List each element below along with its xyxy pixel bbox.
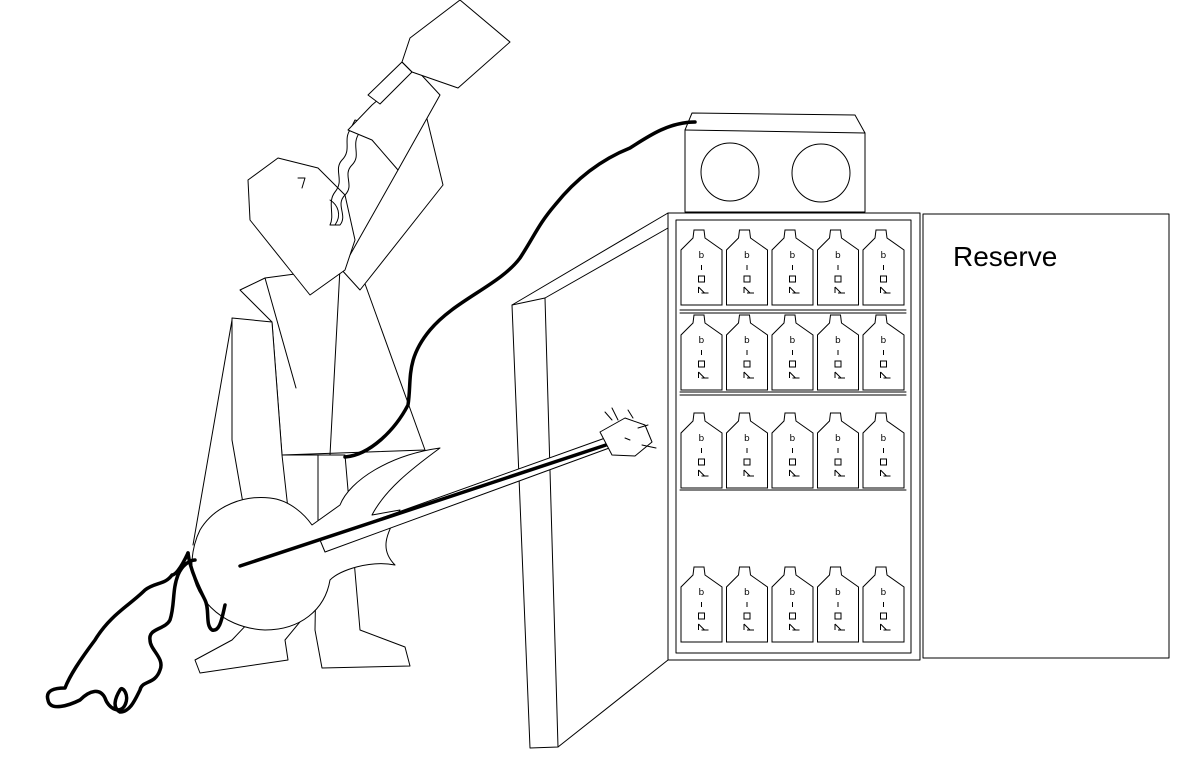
- svg-text:b: b: [835, 588, 841, 598]
- bottle: b: [862, 229, 905, 306]
- bottle: b: [817, 412, 859, 489]
- svg-text:b: b: [744, 588, 750, 598]
- svg-text:b: b: [790, 434, 796, 444]
- svg-text:b: b: [835, 336, 841, 346]
- bottle: b: [680, 412, 723, 489]
- svg-text:b: b: [881, 251, 887, 261]
- bottle: b: [771, 314, 814, 391]
- svg-text:b: b: [744, 251, 750, 261]
- svg-text:b: b: [699, 434, 705, 444]
- svg-text:b: b: [835, 434, 841, 444]
- reserve-door-panel: Reserve: [922, 213, 1170, 659]
- bottle: b: [726, 566, 768, 643]
- bottle: b: [726, 314, 768, 391]
- cabinet-open-door: [511, 212, 669, 749]
- svg-text:b: b: [790, 251, 796, 261]
- svg-text:b: b: [699, 251, 705, 261]
- bottle: b: [726, 229, 768, 306]
- floor-cable: [45, 551, 197, 714]
- reserve-label: Reserve: [953, 241, 1057, 272]
- bottle: b: [817, 314, 859, 391]
- bottles-group: b b b b b b b b b b b b b b b b b b b b: [680, 229, 905, 643]
- amplifier: [684, 112, 866, 213]
- svg-text:b: b: [881, 588, 887, 598]
- amp-cable: [343, 120, 697, 459]
- bottle: b: [862, 314, 905, 391]
- svg-text:b: b: [881, 434, 887, 444]
- bottle: b: [817, 566, 859, 643]
- bottle: b: [726, 412, 768, 489]
- svg-text:b: b: [881, 336, 887, 346]
- speaker-right: [791, 143, 851, 203]
- bottle: b: [771, 566, 814, 643]
- bottle: b: [817, 229, 859, 306]
- svg-text:b: b: [699, 336, 705, 346]
- svg-text:b: b: [835, 251, 841, 261]
- bottle: b: [771, 412, 814, 489]
- bottle: b: [680, 314, 723, 391]
- bottle: b: [771, 229, 814, 306]
- svg-text:b: b: [744, 434, 750, 444]
- svg-text:b: b: [790, 588, 796, 598]
- bottle: b: [862, 566, 905, 643]
- svg-text:b: b: [699, 588, 705, 598]
- guitar: [191, 319, 657, 631]
- speaker-left: [700, 142, 760, 202]
- bottle: b: [680, 566, 723, 643]
- bottle: b: [862, 412, 905, 489]
- bottle: b: [680, 229, 723, 306]
- svg-text:b: b: [790, 336, 796, 346]
- svg-text:b: b: [744, 336, 750, 346]
